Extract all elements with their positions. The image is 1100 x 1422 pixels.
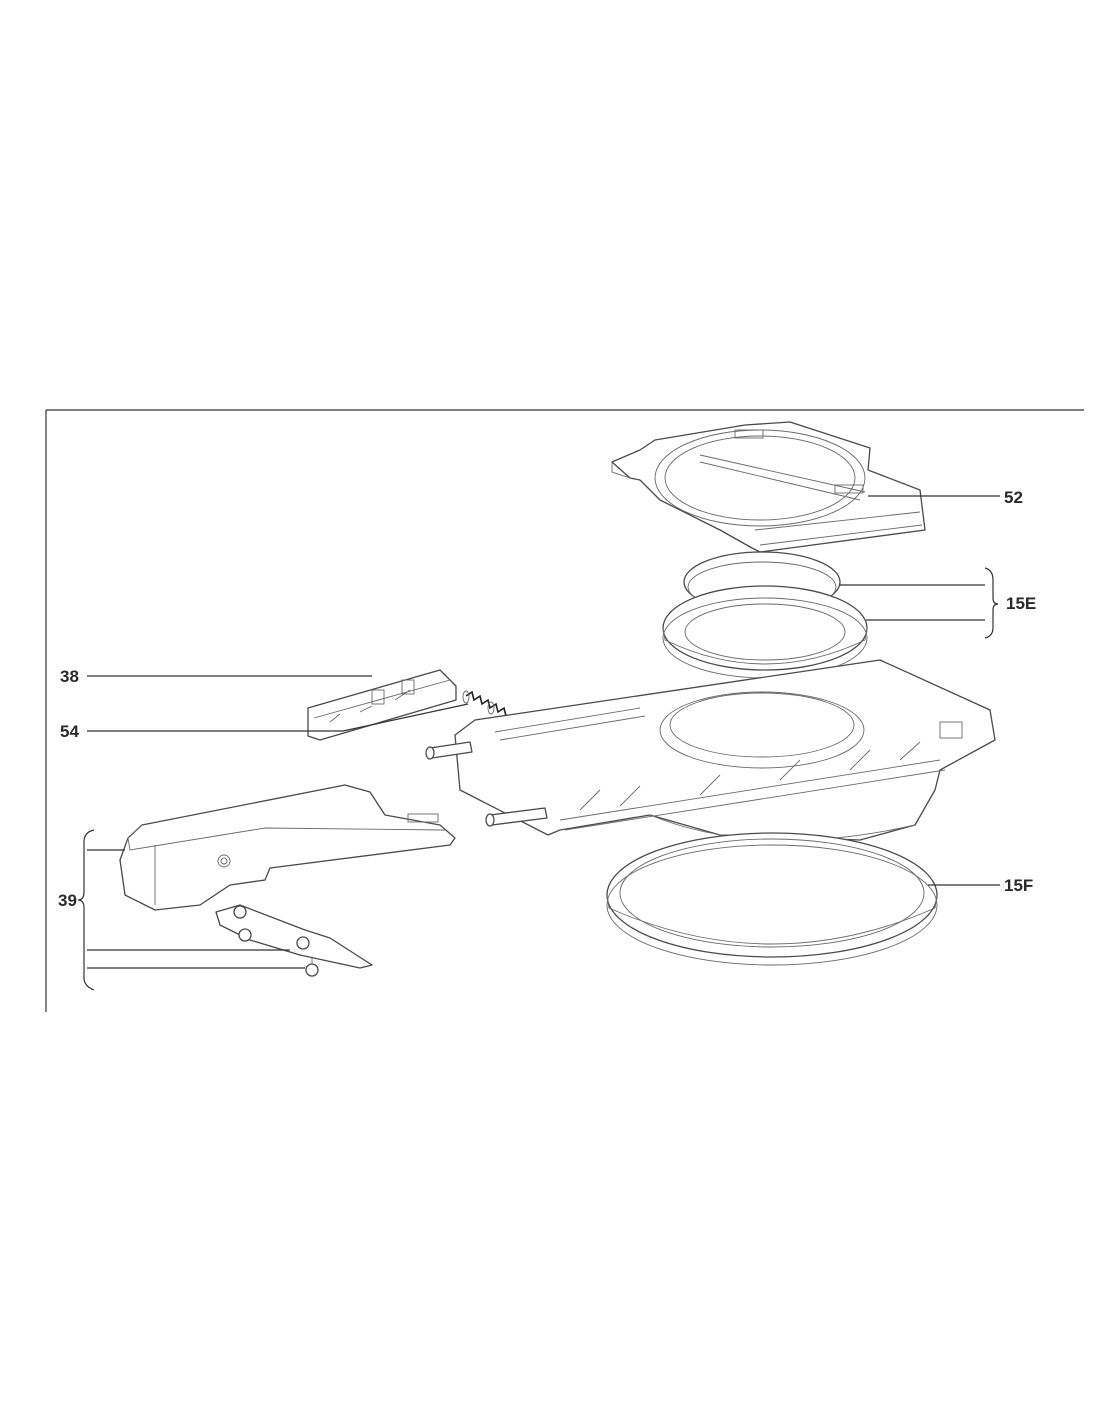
part-15E-gasket: [662, 585, 868, 679]
leader-lines: [77, 495, 1000, 991]
callout-labels: 52 15E 38 54 39 15F: [58, 488, 1036, 910]
leader-54: [87, 703, 469, 732]
part-39-side-cover: [119, 784, 456, 911]
callout-54: 54: [60, 722, 79, 741]
base-plate: [425, 659, 996, 841]
part-54-spring: [462, 690, 507, 717]
part-38-latch: [307, 669, 457, 741]
callout-15F: 15F: [1004, 876, 1033, 895]
bracket-39: [77, 829, 95, 991]
callout-15E: 15E: [1006, 594, 1036, 613]
callout-52: 52: [1004, 488, 1023, 507]
part-39-bracket: [215, 904, 373, 977]
callout-39: 39: [58, 891, 77, 910]
callout-38: 38: [60, 667, 79, 686]
bracket-15E: [984, 567, 999, 639]
part-52-cover-plate: [611, 421, 926, 553]
part-15F-gasket: [606, 832, 938, 966]
drawing-frame: [45, 409, 1084, 1012]
